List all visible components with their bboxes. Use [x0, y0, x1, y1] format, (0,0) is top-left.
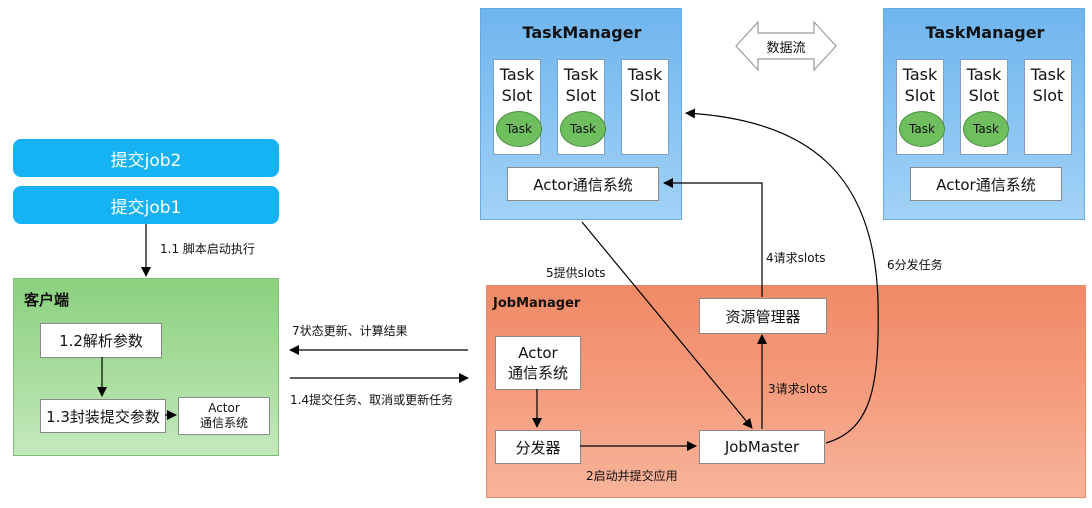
parse-params-box: 1.2解析参数 [40, 323, 162, 358]
resource-manager-box: 资源管理器 [699, 298, 827, 334]
jobmanager-title: JobManager [493, 296, 581, 311]
client-panel: 客户端 1.2解析参数 1.3封装提交参数 Actor 通信系统 [13, 278, 279, 456]
task-slot-1-2: Task Slot Task [557, 59, 606, 155]
task-slot-label: Task Slot [902, 65, 938, 105]
task-slot-label: Task Slot [1030, 65, 1066, 105]
task-slot-label: Task Slot [563, 65, 599, 105]
taskmanager-panel-2: TaskManager Task Slot Task Task Slot Tas… [883, 8, 1085, 220]
task-oval: Task [899, 111, 945, 147]
arrow-provide-slots [581, 221, 753, 429]
taskmanager-panel-1: TaskManager Task Slot Task Task Slot Tas… [480, 8, 682, 220]
taskmanager-title-1: TaskManager [522, 22, 642, 42]
package-params-box: 1.3封装提交参数 [40, 399, 166, 433]
tm1-actor-box: Actor通信系统 [507, 167, 659, 201]
submit-job1-bar: 提交job1 [13, 186, 279, 224]
label-request-slots-4: 4请求slots [766, 251, 826, 265]
label-start-submit-app: 2启动并提交应用 [586, 469, 678, 483]
task-oval: Task [963, 111, 1009, 147]
label-request-slots-3: 3请求slots [768, 382, 828, 396]
dispatcher-box: 分发器 [495, 430, 581, 464]
label-dispatch-task: 6分发任务 [887, 258, 943, 272]
label-submit-task: 1.4提交任务、取消或更新任务 [290, 393, 454, 407]
dataflow-double-arrow [735, 20, 837, 72]
task-oval: Task [560, 111, 606, 147]
task-slot-2-3: Task Slot [1024, 59, 1072, 155]
submit-job2-bar: 提交job2 [13, 139, 279, 177]
jm-actor-box: Actor 通信系统 [495, 336, 581, 390]
label-script-start: 1.1 脚本启动执行 [160, 242, 255, 256]
jobmanager-panel: JobManager Actor 通信系统 资源管理器 分发器 JobMaste… [486, 285, 1086, 498]
client-title: 客户端 [24, 291, 70, 309]
jobmaster-box: JobMaster [699, 430, 825, 464]
arrow-dispatch-task [685, 108, 879, 444]
task-slot-label: Task Slot [499, 65, 535, 105]
client-actor-box: Actor 通信系统 [178, 397, 270, 435]
arrow-request-slots-4 [663, 178, 763, 297]
task-slot-2-1: Task Slot Task [896, 59, 945, 155]
label-provide-slots: 5提供slots [546, 266, 606, 280]
label-status-update: 7状态更新、计算结果 [292, 324, 408, 338]
task-slot-2-2: Task Slot Task [960, 59, 1009, 155]
task-slot-label: Task Slot [966, 65, 1002, 105]
tm2-actor-box: Actor通信系统 [910, 167, 1062, 201]
taskmanager-title-2: TaskManager [925, 22, 1045, 42]
task-slot-label: Task Slot [627, 65, 663, 105]
task-oval: Task [496, 111, 542, 147]
task-slot-1-1: Task Slot Task [493, 59, 542, 155]
task-slot-1-3: Task Slot [621, 59, 669, 155]
dataflow-label: 数据流 [766, 40, 806, 56]
